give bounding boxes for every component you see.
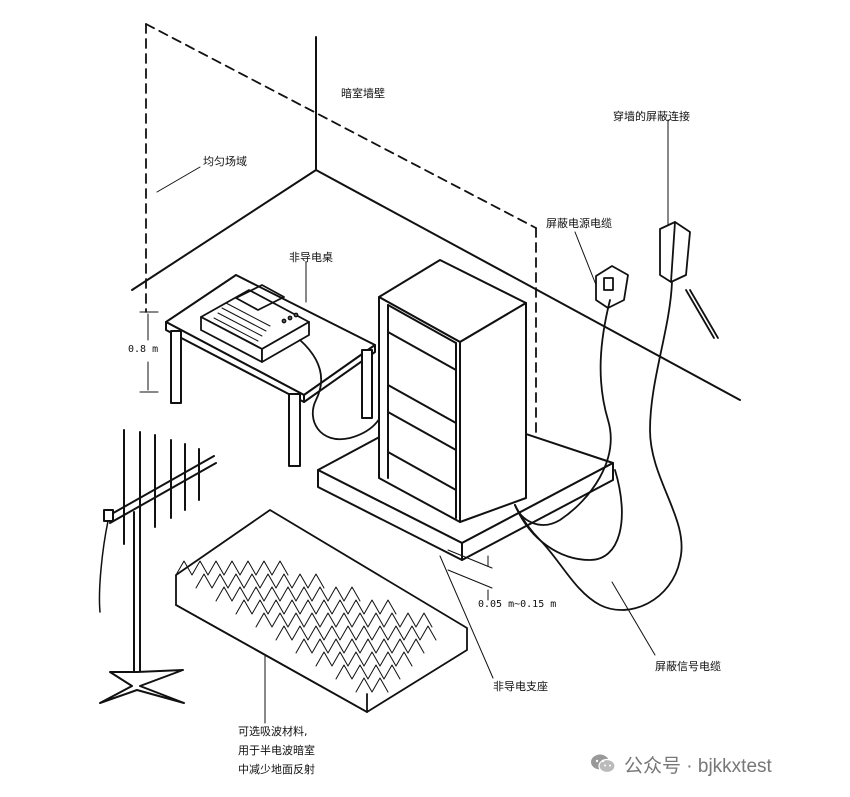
absorber-note: 可选吸波材料, 用于半电波暗室 中减少地面反射 xyxy=(238,726,315,783)
support-height-dimension xyxy=(447,549,493,601)
absorber-note-line-3: 中减少地面反射 xyxy=(238,763,315,776)
log-periodic-antenna xyxy=(98,429,217,704)
label-table-height: 0.8 m xyxy=(128,344,159,355)
instrument-cable xyxy=(299,339,385,441)
wall-connectors xyxy=(595,221,719,339)
absorber-material xyxy=(175,509,468,713)
shielded-power-cable xyxy=(514,299,612,526)
label-non-conductive-table: 非导电桌 xyxy=(289,251,333,264)
absorber-note-line-1: 可选吸波材料, xyxy=(238,725,308,738)
absorber-note-line-2: 用于半电波暗室 xyxy=(238,744,315,757)
equipment-cabinet xyxy=(378,259,527,523)
watermark-text: 公众号 · bjkkxtest xyxy=(624,755,772,777)
label-shielded-power-cable: 屏蔽电源电缆 xyxy=(546,217,612,230)
table-height-dimension xyxy=(139,311,159,393)
label-shielded-signal-cable: 屏蔽信号电缆 xyxy=(655,660,721,673)
label-non-conductive-support: 非导电支座 xyxy=(493,680,548,693)
absorber-cones xyxy=(175,560,437,693)
label-support-height: 0.05 m~0.15 m xyxy=(478,599,557,610)
label-chamber-wall: 暗室墙壁 xyxy=(341,87,385,100)
label-wall-feedthrough: 穿墙的屏蔽连接 xyxy=(613,110,690,123)
chamber-wall-lines xyxy=(131,36,741,401)
watermark: 公众号 · bjkkxtest xyxy=(590,751,772,777)
desktop-instrument xyxy=(200,284,310,363)
wechat-icon xyxy=(591,754,616,774)
label-uniform-field: 均匀场域 xyxy=(203,155,247,168)
